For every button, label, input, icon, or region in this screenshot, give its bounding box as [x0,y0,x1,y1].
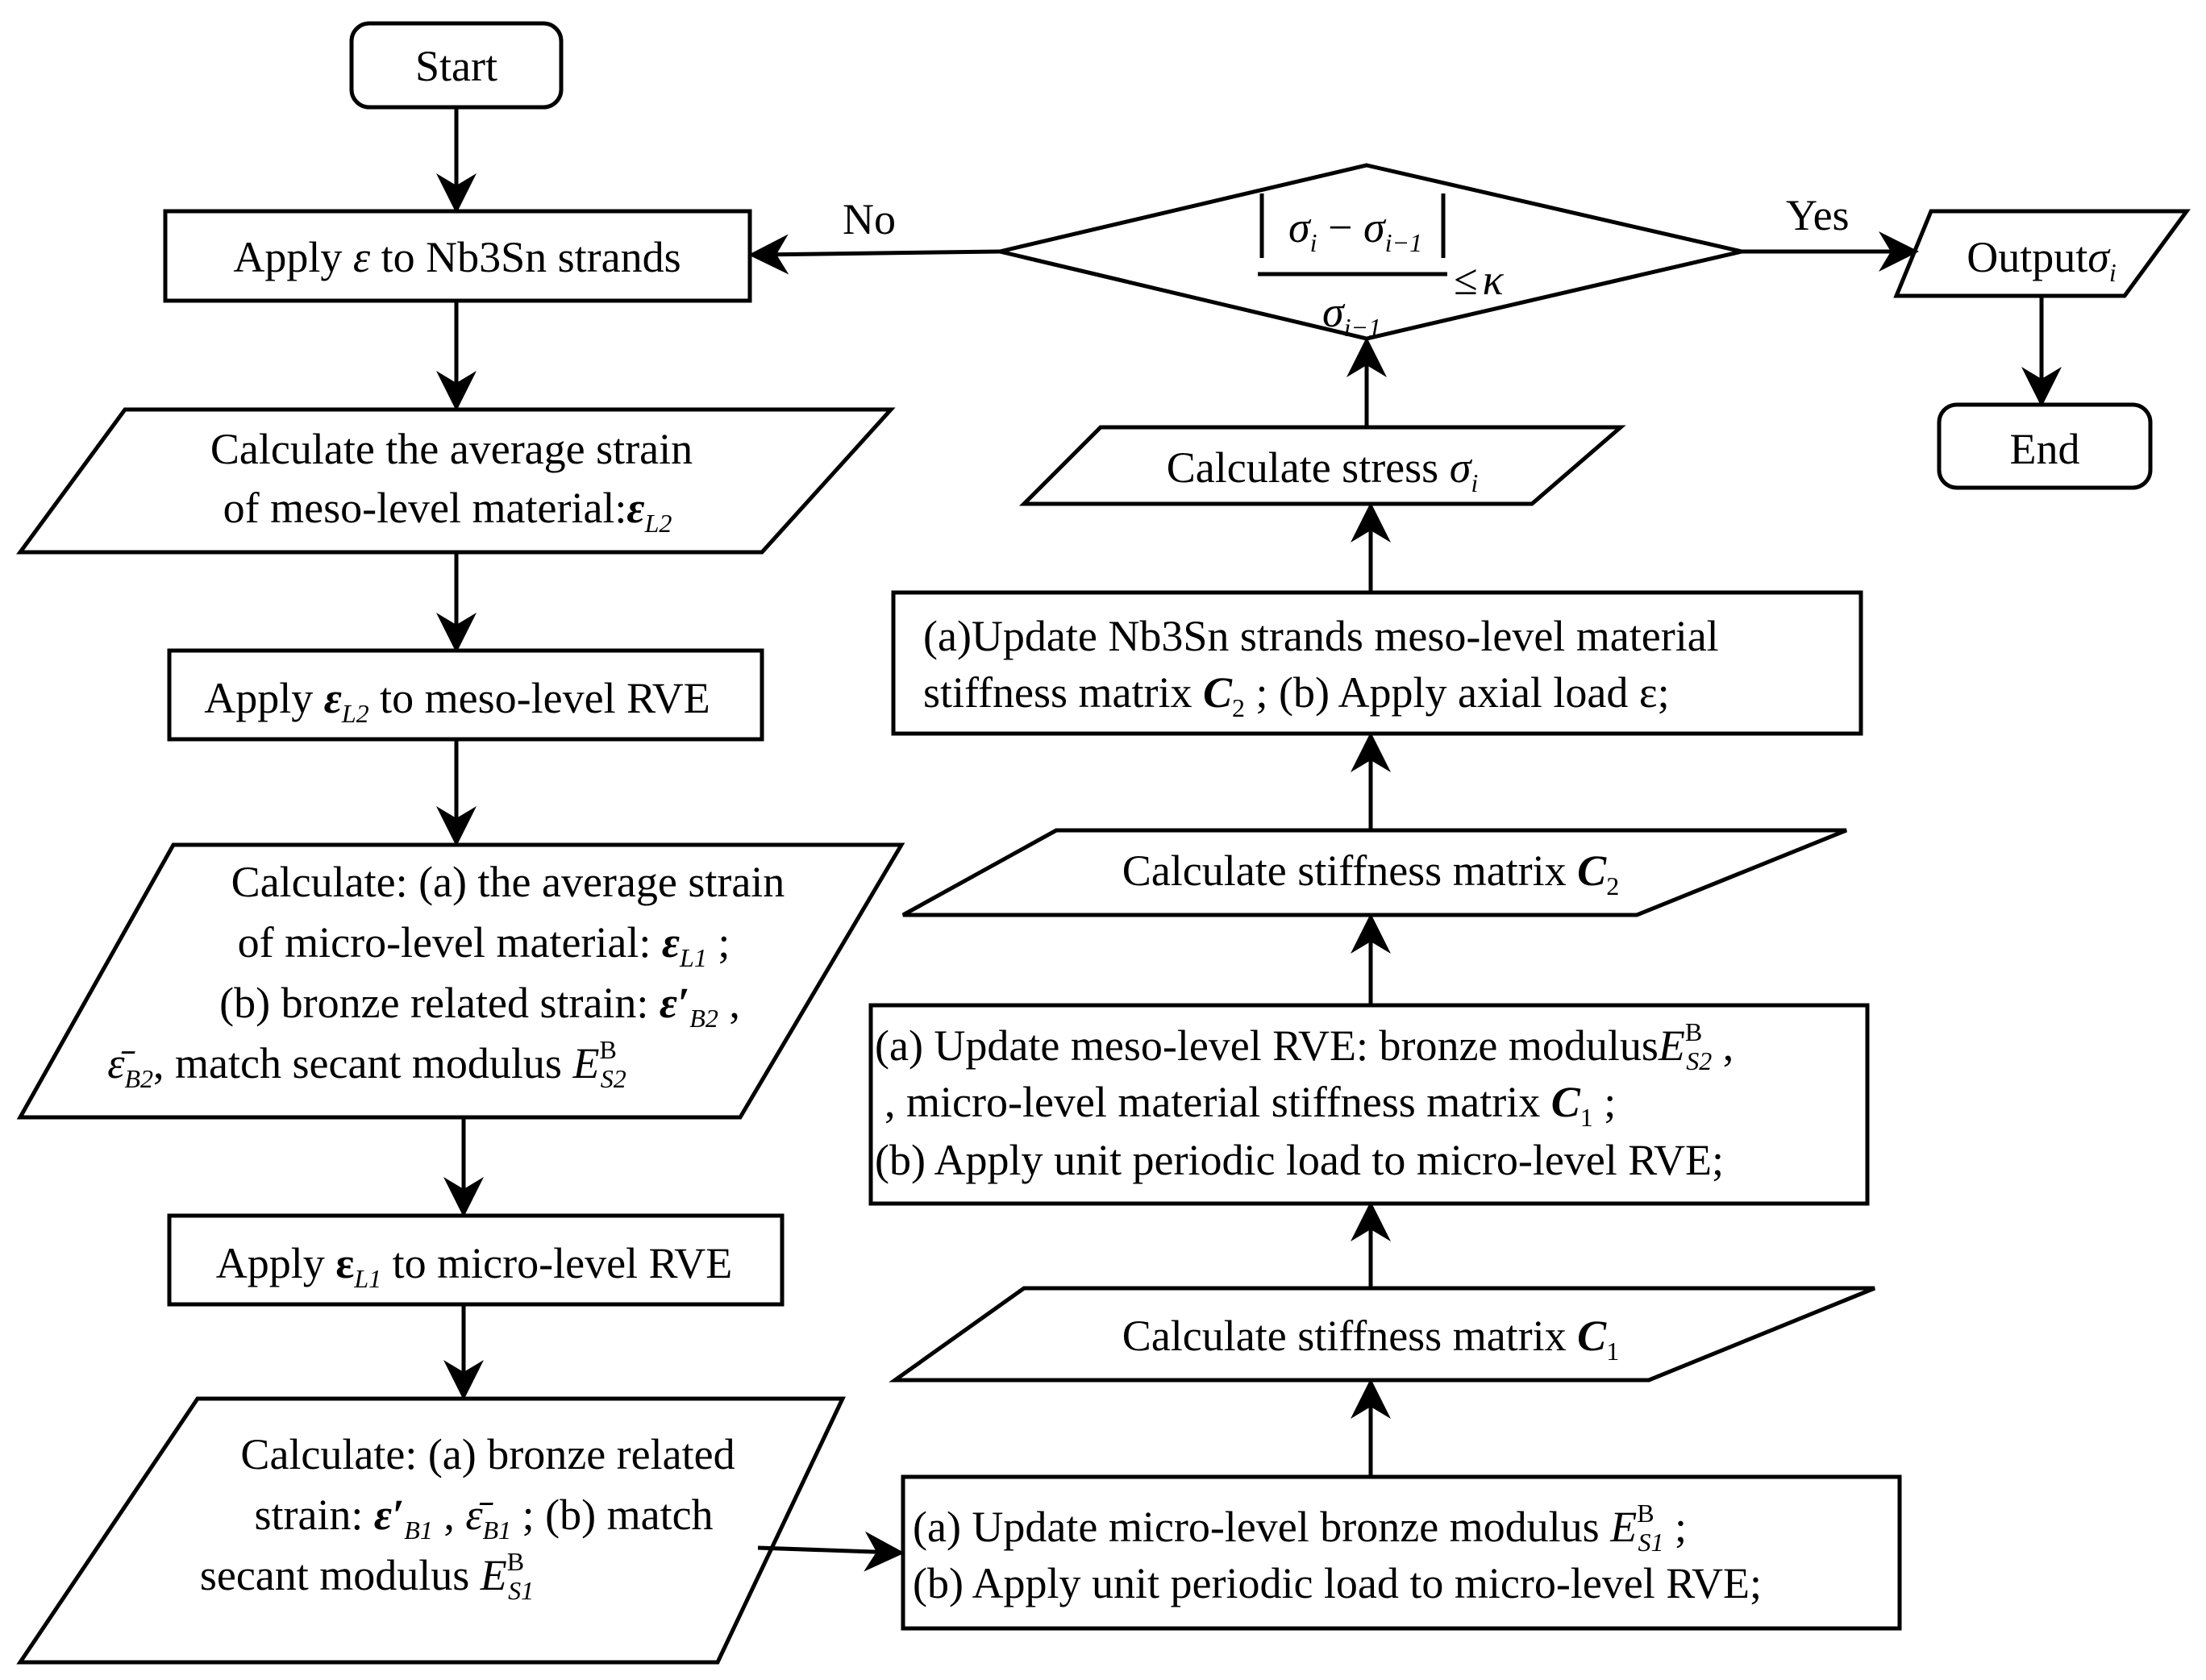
yes-label: Yes [1786,191,1850,239]
calc-micro-strain-parallelogram [16,842,905,1120]
calc-c1-label: Calculate stiffness matrix C1 [1122,1312,1619,1366]
arrow-decision-no [748,234,1001,275]
calc-bronze-line1: Calculate: (a) bronze related [240,1430,735,1478]
convergence-formula: σi − σi−1 σi−1 ≤κ [1258,193,1505,342]
apply-micro-rve-box [167,1213,785,1307]
no-label: No [843,195,896,243]
end-label: End [2010,425,2080,473]
update-nb3sn-line1: (a)Update Nb3Sn strands meso-level mater… [923,612,1719,660]
calc-c1-parallelogram [889,1286,1875,1383]
update-micro-bronze-line2: (b) Apply unit periodic load to micro-le… [913,1559,1762,1607]
start-label: Start [415,42,497,90]
calc-micro-strain-line3: (b) bronze related strain: ε′B2 , [219,979,740,1033]
update-meso-rve-line3: (b) Apply unit periodic load to micro-le… [875,1136,1724,1184]
output-label: Outputσi [1967,233,2117,287]
calc-c2-label: Calculate stiffness matrix C2 [1122,846,1619,900]
update-meso-rve-box [868,1003,1870,1206]
apply-micro-rve-label: Apply εL1 to micro-level RVE [216,1239,732,1293]
calc-bronze-parallelogram [16,1396,846,1665]
update-micro-bronze-line1: (a) Update micro-level bronze modulus EB… [913,1499,1687,1557]
connectors [436,107,2062,1572]
calc-meso-strain-line1: Calculate the average strain [210,425,693,473]
calc-stress-parallelogram [1018,425,1626,506]
svg-text:σi − σi−1: σi − σi−1 [1288,203,1422,257]
calc-bronze-line2: strain: ε′B1 , ε̄B1 ; (b) match [254,1491,713,1545]
update-meso-rve-line2: , micro-level material stiffness matrix … [884,1078,1616,1132]
update-nb3sn-line2: stiffness matrix C2 ; (b) Apply axial lo… [923,668,1670,722]
calc-meso-strain-line2: of meso-level material:εL2 [223,484,672,538]
arrow-calc-bronze-to-update-micro [757,1531,905,1572]
calc-stress-label: Calculate stress σi [1167,443,1478,497]
apply-meso-rve-label: Apply εL2 to meso-level RVE [204,674,710,728]
svg-text:≤κ: ≤κ [1454,256,1505,304]
update-nb3sn-box [891,590,1863,736]
calc-c2-parallelogram [901,828,1847,917]
apply-strain-box [163,209,752,303]
update-meso-rve-line1: (a) Update meso-level RVE: bronze modulu… [875,1017,1734,1075]
calc-micro-strain-line1: Calculate: (a) the average strain [231,858,785,906]
update-micro-bronze-box [901,1474,1902,1631]
calc-micro-strain-line2: of micro-level material: εL1 ; [238,918,730,972]
calc-meso-strain-parallelogram [16,407,896,555]
apply-strain-label: Apply ε to Nb3Sn strands [233,233,681,281]
